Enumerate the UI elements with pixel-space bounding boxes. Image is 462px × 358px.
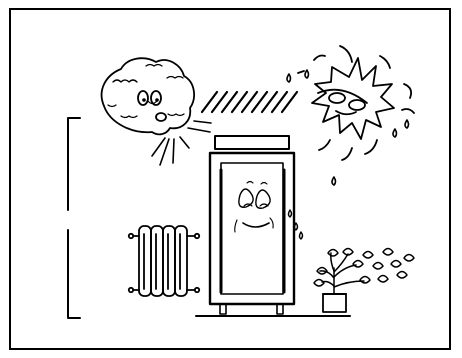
stripe-band xyxy=(202,92,297,112)
wind-lines xyxy=(152,121,211,165)
refrigerator-drips xyxy=(289,210,303,239)
refrigerator-icon xyxy=(210,136,294,314)
side-bracket xyxy=(68,118,80,318)
plant-icon xyxy=(314,249,414,313)
sun-icon xyxy=(298,46,414,160)
radiator-icon xyxy=(129,226,199,296)
wind-cloud-icon xyxy=(102,58,194,134)
